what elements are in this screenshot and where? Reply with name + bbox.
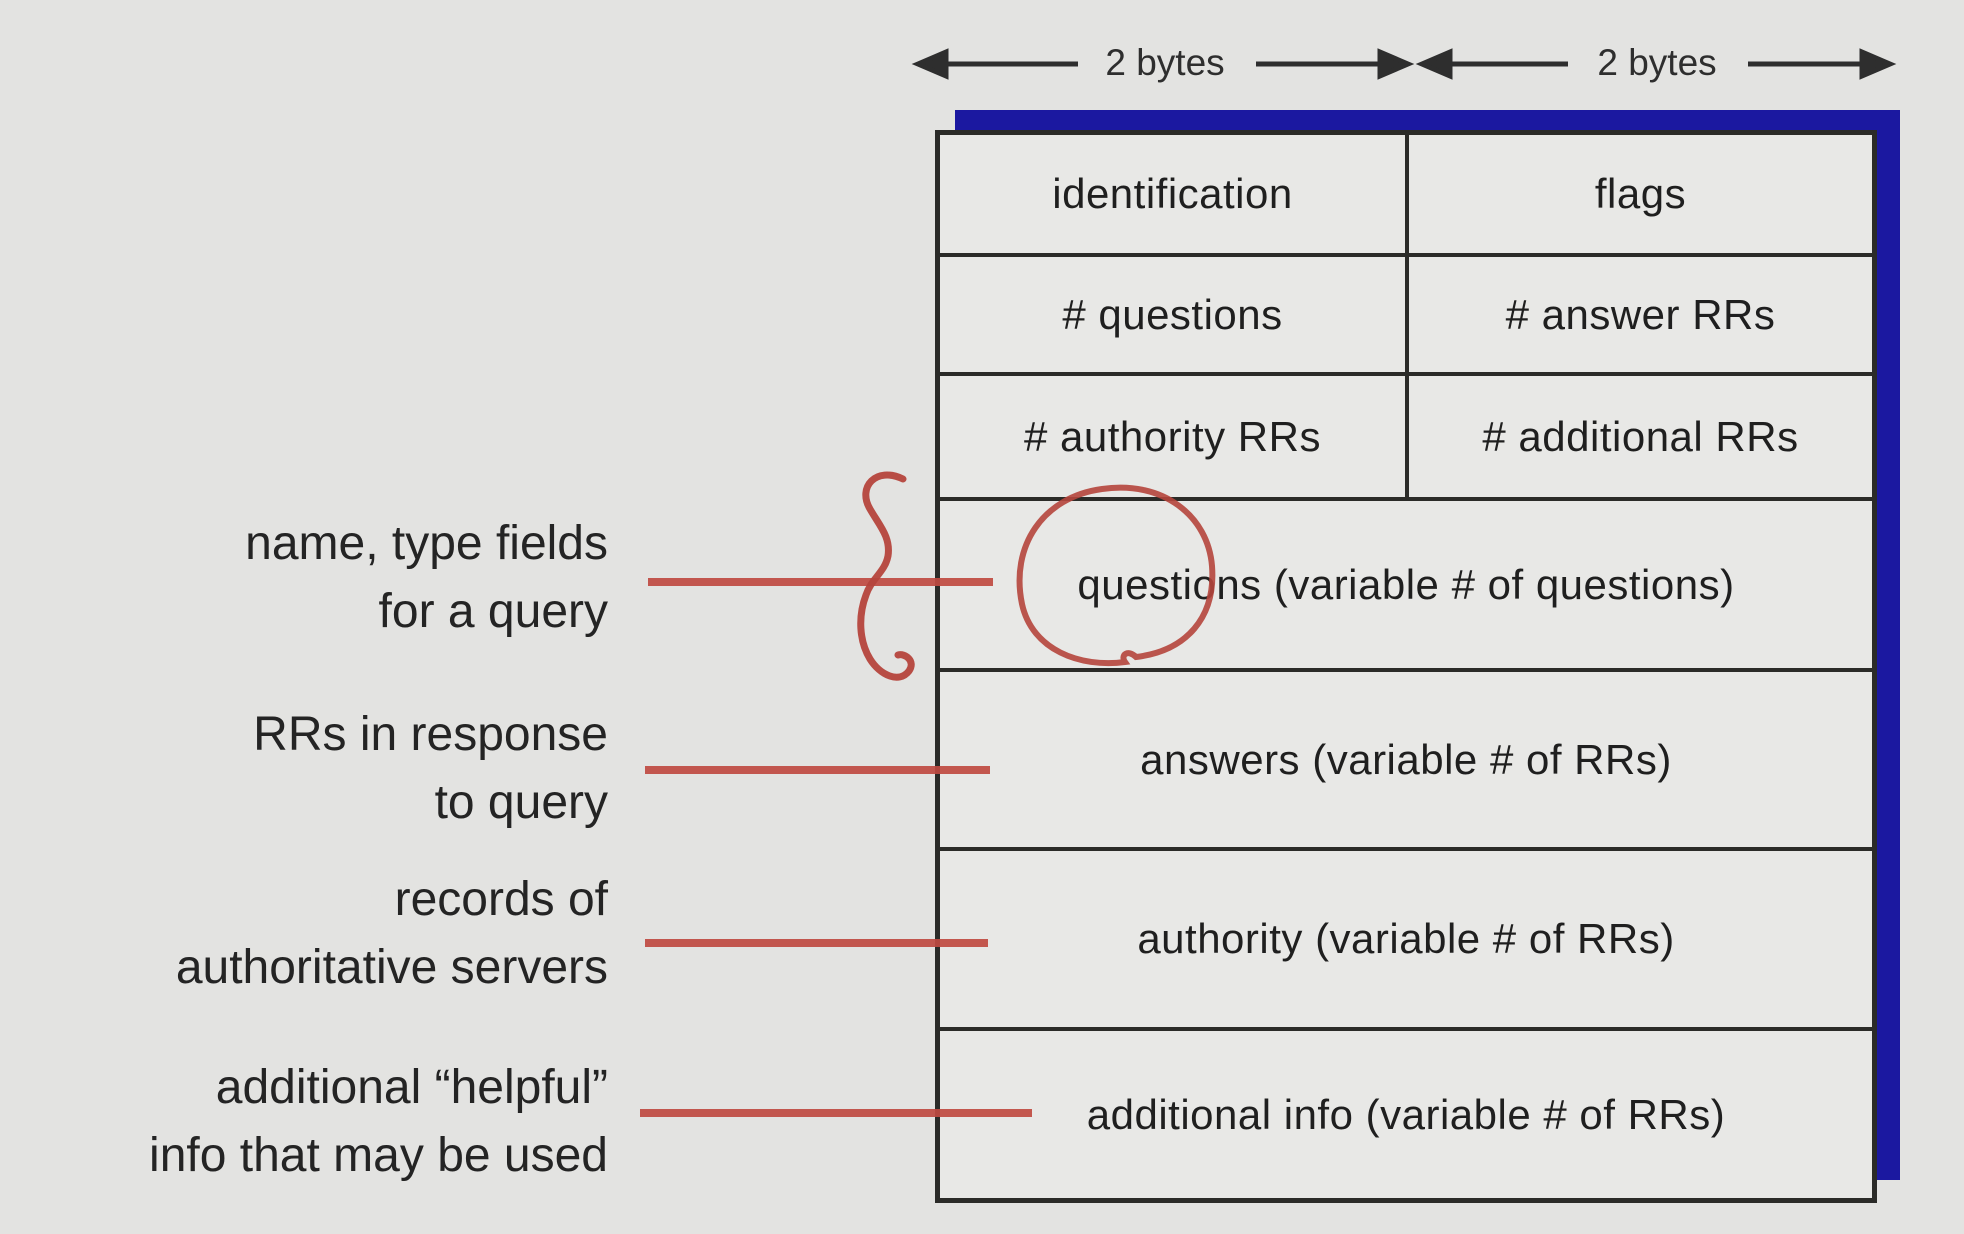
annotation-additional: additional “helpful” info that may be us… <box>149 1054 608 1190</box>
arrowhead-right-icon <box>1859 48 1897 80</box>
annotation-line: records of <box>394 873 608 926</box>
arrowhead-left-icon <box>1415 48 1453 80</box>
table-row: answers (variable # of RRs) <box>940 668 1872 847</box>
cell-num-questions: # questions <box>1062 290 1283 338</box>
annotation-line: RRs in response <box>253 708 608 761</box>
cell-identification: identification <box>1052 170 1293 217</box>
annotation-line: authoritative servers <box>175 941 608 994</box>
table-row: # authority RRs # additional RRs <box>940 372 1872 497</box>
annotation-line: name, type fields <box>245 517 608 570</box>
cell-additional-section: additional info (variable # of RRs) <box>1086 1090 1726 1138</box>
cell-answers-section: answers (variable # of RRs) <box>1140 735 1672 783</box>
arrowhead-left-icon <box>911 48 949 80</box>
byte-width-label-left: 2 bytes <box>1105 42 1225 83</box>
annotation-questions: name, type fields for a query <box>245 510 608 646</box>
table-row: additional info (variable # of RRs) <box>940 1027 1872 1198</box>
cell-num-authority-rrs: # authority RRs <box>1024 412 1321 460</box>
annotation-line: to query <box>434 776 608 829</box>
table-row: # questions # answer RRs <box>940 253 1872 372</box>
table-row: identification flags <box>940 135 1872 253</box>
red-brace-mark <box>857 471 915 681</box>
table-row: questions (variable # of questions) <box>940 497 1872 668</box>
cell-questions-section: questions (variable # of questions) <box>1077 560 1735 608</box>
cell-flags: flags <box>1405 135 1872 253</box>
annotation-authority: records of authoritative servers <box>176 866 608 1002</box>
byte-width-label-right: 2 bytes <box>1597 42 1717 83</box>
cell-num-additional-rrs: # additional RRs <box>1405 376 1872 497</box>
table-row: authority (variable # of RRs) <box>940 847 1872 1027</box>
annotation-line: additional “helpful” <box>215 1061 608 1114</box>
dns-message-table: identification flags # questions # answe… <box>935 130 1877 1203</box>
annotation-answers: RRs in response to query <box>253 701 608 837</box>
cell-authority-section: authority (variable # of RRs) <box>1137 915 1675 962</box>
annotation-line: info that may be used <box>149 1129 608 1182</box>
arrowhead-right-icon <box>1377 48 1415 80</box>
cell-num-answer-rrs: # answer RRs <box>1405 257 1872 372</box>
annotation-line: for a query <box>378 585 608 638</box>
